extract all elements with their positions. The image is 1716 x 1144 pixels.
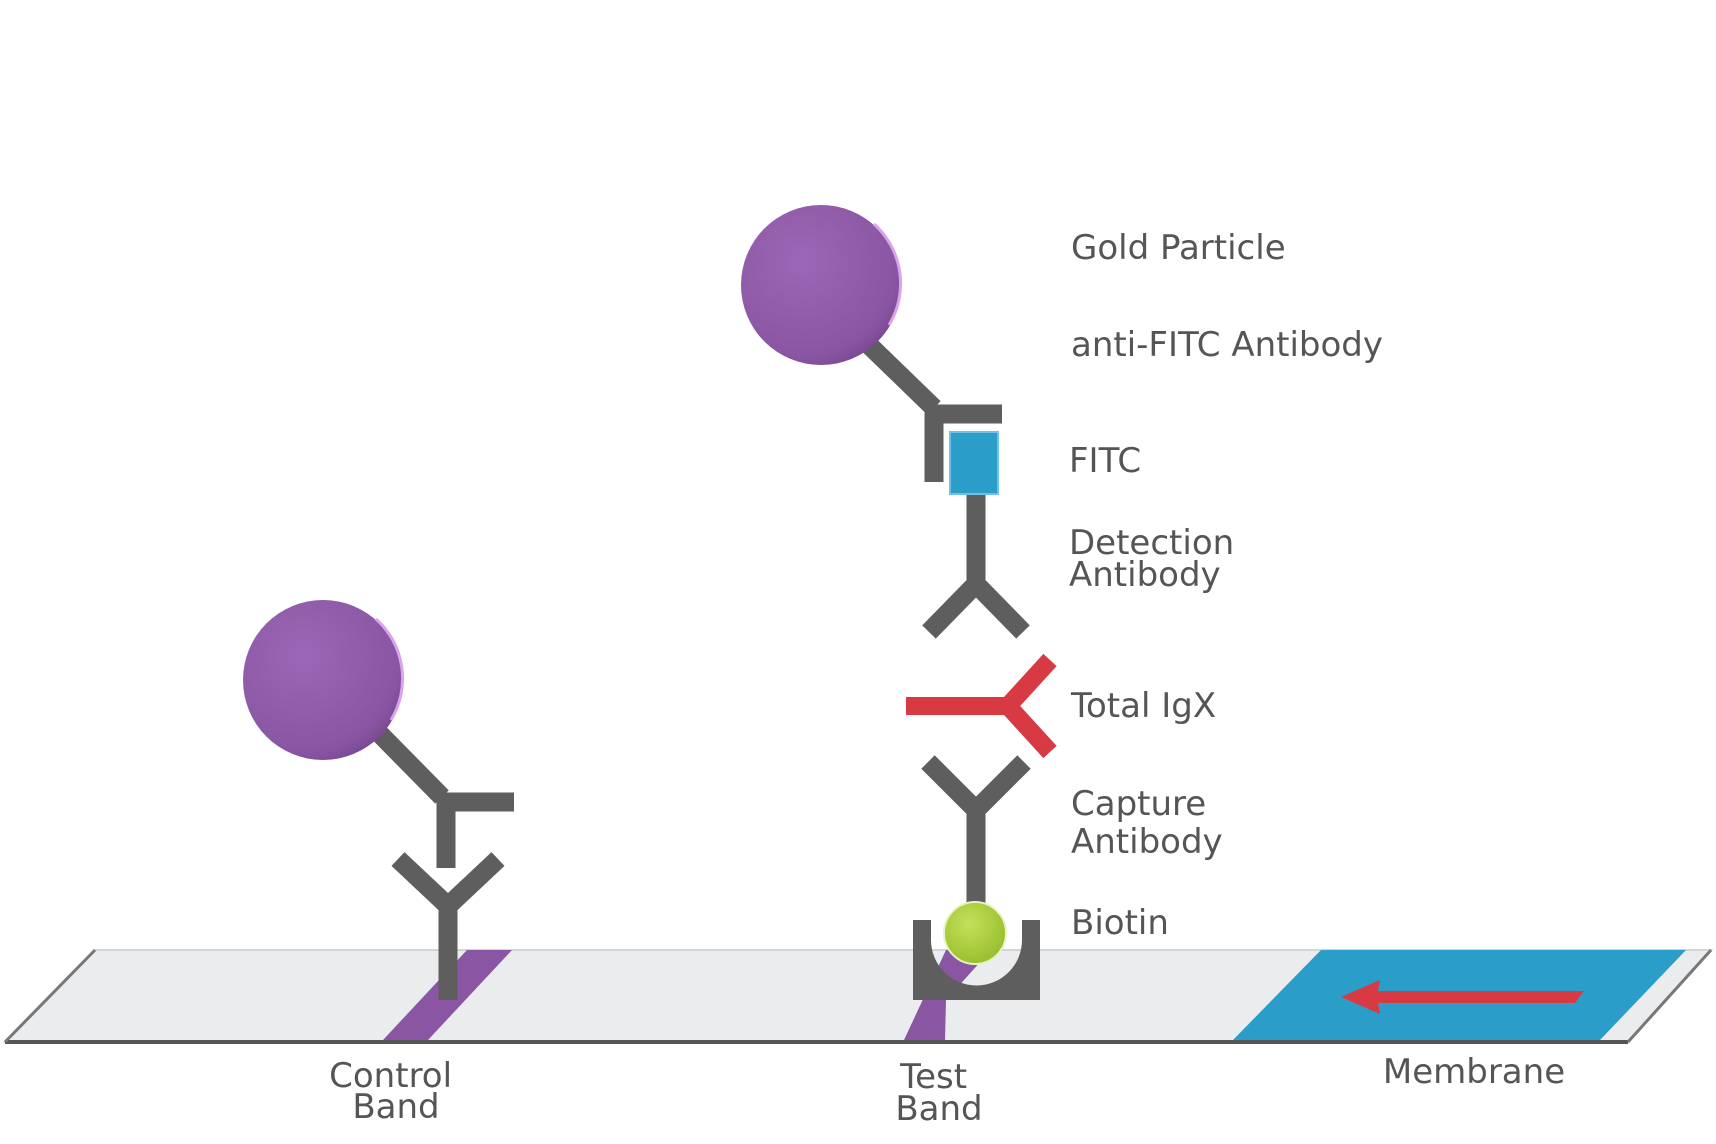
capture-antibody — [921, 755, 1031, 910]
label-membrane: Membrane — [1383, 1052, 1565, 1092]
control-gold-particle — [243, 600, 403, 760]
biotin — [943, 901, 1007, 965]
label-test-band-line-2: Band — [895, 1089, 982, 1129]
label-detection-antibody-line-2: Antibody — [1069, 555, 1221, 595]
label-detection-antibody-line-1: Detection — [1069, 523, 1234, 563]
total-igx-antibody — [906, 653, 1057, 759]
control-gold-conjugate — [243, 600, 514, 868]
control-line-complex — [243, 600, 514, 1000]
label-capture-antibody-line-2: Antibody — [1071, 822, 1223, 862]
strip-right-edge — [1626, 948, 1713, 1044]
test-line-complex — [741, 205, 1057, 1000]
label-control-band-line-2: Band — [352, 1087, 439, 1127]
strip-left-edge — [3, 948, 97, 1044]
label-anti-fitc-antibody: anti-FITC Antibody — [1071, 325, 1383, 365]
label-total-igx: Total IgX — [1070, 686, 1216, 726]
label-control-band: Control Band — [329, 1056, 463, 1127]
label-test-band: Test Band — [895, 1057, 982, 1129]
anti-fitc-antibody — [861, 337, 1002, 482]
streptavidin-cup — [913, 920, 1040, 1000]
test-strip — [2, 948, 1714, 1044]
control-capture-antibody — [391, 852, 505, 1000]
label-biotin: Biotin — [1071, 903, 1169, 943]
label-test-band-line-1: Test — [899, 1057, 967, 1097]
label-gold-particle: Gold Particle — [1071, 228, 1286, 268]
label-control-band-line-1: Control — [329, 1056, 452, 1096]
label-fitc: FITC — [1069, 441, 1141, 481]
arrow-left-icon — [1341, 980, 1584, 1014]
fitc-label — [949, 431, 999, 495]
label-detection-antibody: Detection Antibody — [1069, 523, 1245, 595]
label-capture-antibody: Capture Antibody — [1071, 784, 1223, 862]
detection-antibody — [922, 490, 1030, 639]
gold-particle — [741, 205, 901, 365]
label-capture-antibody-line-1: Capture — [1071, 784, 1206, 824]
